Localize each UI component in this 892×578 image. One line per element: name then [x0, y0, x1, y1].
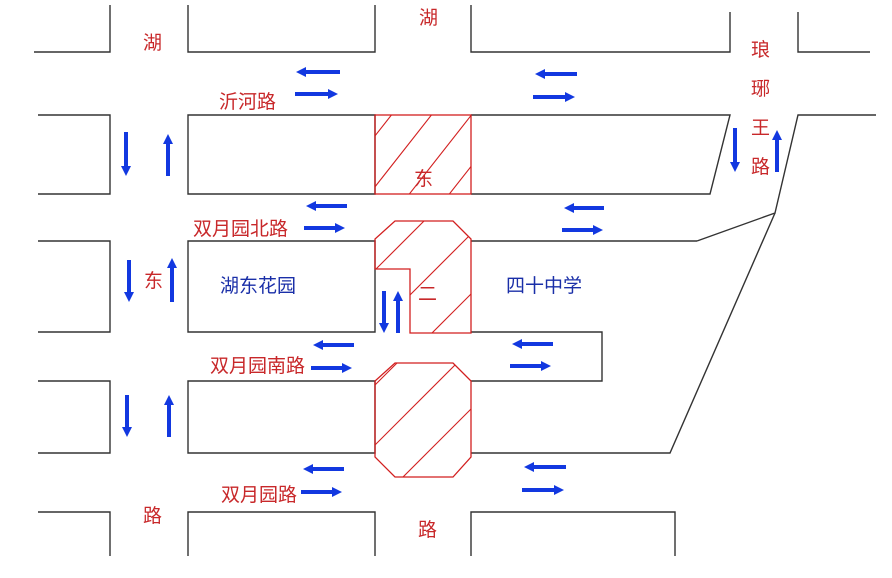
road-label-shuangyue-south: 双月园南路 [210, 355, 305, 377]
road-label-langya-1: 琅 [751, 39, 770, 61]
arrow-right-icon [510, 361, 551, 371]
road-label-yihe: 沂河路 [219, 91, 276, 113]
place-labels: 湖东花园 四十中学 [220, 275, 582, 297]
block-north-right [471, 114, 731, 195]
place-label-school-40: 四十中学 [506, 275, 582, 297]
curb-top-far-right [797, 12, 870, 53]
road-label-hudong-top-right: 湖 [419, 7, 438, 29]
place-label-hudong-garden: 湖东花园 [220, 275, 296, 297]
traffic-arrows [121, 67, 782, 497]
block-south-center [187, 380, 376, 454]
arrow-up-icon [167, 258, 177, 302]
hatch-zone-label-1: 东 [414, 168, 433, 190]
hatch-zone-label-2: 二 [418, 283, 437, 305]
curb-left-block-2 [38, 240, 111, 333]
arrow-right-icon [311, 363, 352, 373]
arrow-left-icon [306, 201, 347, 211]
arrow-down-icon [124, 260, 134, 302]
arrow-down-icon [379, 291, 389, 333]
arrow-right-icon [522, 485, 564, 495]
arrow-right-icon [562, 225, 603, 235]
arrow-left-icon [524, 462, 566, 472]
curb-diagonal-east [471, 212, 776, 454]
road-label-hudong-top-left: 湖 [143, 32, 162, 54]
arrow-right-icon [533, 92, 575, 102]
road-label-langya-3: 王 [751, 117, 770, 139]
arrow-up-icon [772, 130, 782, 172]
arrow-left-icon [313, 340, 354, 350]
arrow-up-icon [164, 395, 174, 437]
arrow-left-icon [564, 203, 604, 213]
curb-school-spur [471, 331, 603, 382]
curb-top-center [187, 5, 376, 53]
road-label-langya-2: 琊 [751, 78, 770, 100]
arrow-down-icon [122, 395, 132, 437]
road-label-langya-4: 路 [751, 156, 770, 178]
hatched-zone-north [374, 114, 472, 195]
arrow-left-icon [535, 69, 577, 79]
road-label-hudong-bottom-left: 路 [143, 505, 162, 527]
arrow-up-icon [393, 291, 403, 333]
road-label-shuangyue: 双月园路 [221, 484, 297, 506]
arrow-down-icon [730, 128, 740, 172]
road-label-shuangyue-north: 双月园北路 [193, 218, 288, 240]
curb-bottom-right [470, 511, 676, 556]
arrow-left-icon [512, 339, 553, 349]
block-hudong-garden [187, 240, 376, 333]
arrow-right-icon [301, 487, 342, 497]
arrow-right-icon [304, 223, 345, 233]
arrow-right-icon [295, 89, 338, 99]
road-label-hudong-bottom-right: 路 [418, 519, 437, 541]
block-north-center [187, 114, 376, 195]
hatched-zone-south [374, 362, 472, 478]
arrow-left-icon [296, 67, 340, 77]
arrow-up-icon [163, 134, 173, 176]
curb-langya-right [696, 114, 876, 242]
arrow-down-icon [121, 132, 131, 176]
curb-left-block-3 [38, 380, 111, 454]
road-label-hudong-mid: 东 [144, 270, 163, 292]
curb-top-right [470, 5, 731, 53]
arrow-left-icon [303, 464, 344, 474]
curb-bottom-left [38, 511, 111, 556]
curb-left-block-1 [38, 114, 111, 195]
curb-top-left [34, 5, 111, 53]
road-labels: 湖 湖 东 路 路 东 二 沂河路 琅 琊 王 路 双月园北路 双月园南路 双月… [143, 7, 770, 541]
curb-bottom-center [187, 511, 376, 556]
